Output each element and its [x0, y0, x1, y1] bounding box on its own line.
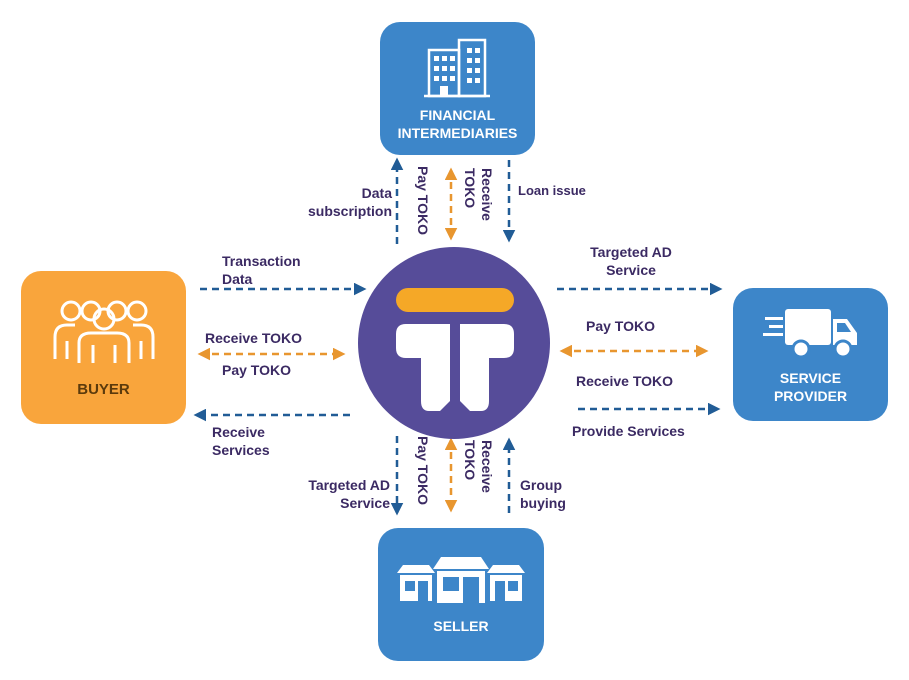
buyer-label: BUYER — [77, 380, 130, 398]
label-seller-pay-toko: Pay TOKO — [415, 436, 431, 505]
label-provide-services: Provide Services — [572, 423, 685, 439]
label-fin-pay-toko: Pay TOKO — [415, 166, 431, 235]
label-sp-pay-toko: Pay TOKO — [586, 318, 655, 334]
service-provider-label: SERVICE PROVIDER — [773, 369, 848, 404]
financial-intermediaries-node: FINANCIAL INTERMEDIARIES — [380, 22, 535, 155]
seller-node: SELLER — [378, 528, 544, 661]
building-icon — [423, 38, 490, 97]
label-fin-receive-toko: Receive TOKO — [462, 168, 495, 221]
seller-label: SELLER — [433, 617, 489, 634]
label-sp-receive-toko: Receive TOKO — [576, 373, 674, 389]
label-transaction-data: Transaction Data — [222, 253, 301, 287]
people-group-icon — [53, 300, 154, 363]
label-targeted-ad-service-seller: Targeted AD Service — [308, 477, 390, 511]
label-targeted-ad-service-sp: Targeted AD Service — [590, 244, 672, 278]
toko-hub — [358, 247, 550, 439]
label-seller-receive-toko: Receive TOKO — [462, 440, 495, 493]
label-receive-services: Receive Services — [212, 424, 270, 458]
delivery-truck-icon — [762, 308, 857, 358]
label-buyer-pay-toko: Pay TOKO — [222, 362, 291, 378]
storefront-icon — [397, 556, 525, 603]
financial-intermediaries-label: FINANCIAL INTERMEDIARIES — [397, 106, 518, 141]
label-data-subscription: Data subscription — [307, 185, 392, 219]
label-buyer-receive-toko: Receive TOKO — [205, 330, 303, 346]
label-loan-issue: Loan issue — [518, 183, 586, 198]
toko-logo-icon — [396, 288, 514, 411]
buyer-node: BUYER — [21, 271, 186, 424]
service-provider-node: SERVICE PROVIDER — [733, 288, 888, 421]
label-group-buying: Group buying — [520, 477, 566, 511]
